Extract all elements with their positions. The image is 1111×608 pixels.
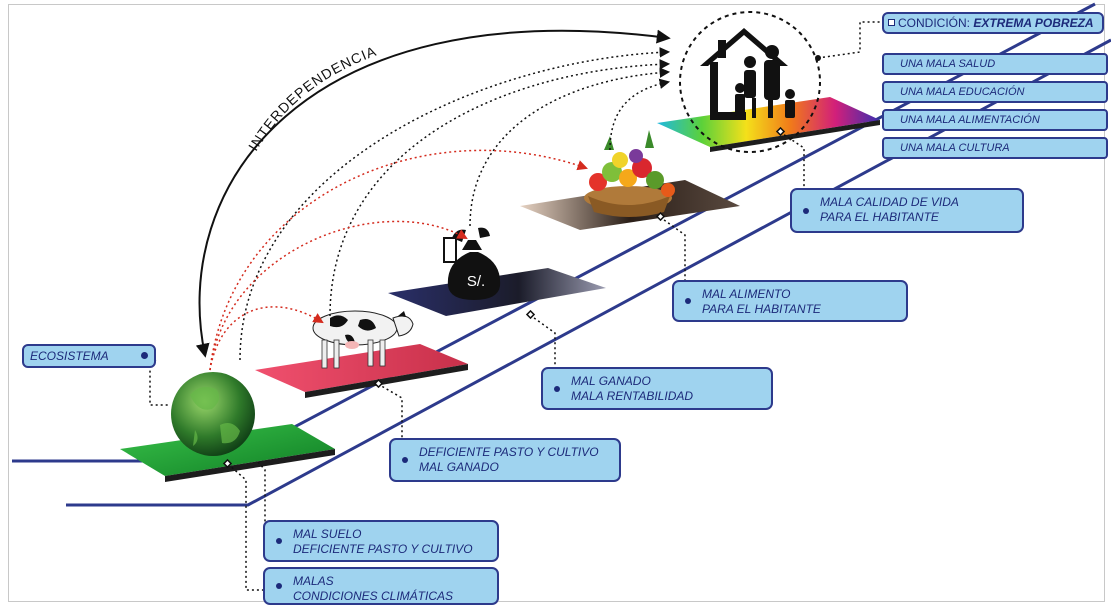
condition-emphasis: EXTREMA POBREZA	[973, 16, 1094, 30]
dot-icon	[276, 583, 282, 589]
box-mal-alimento: MAL ALIMENTO PARA EL HABITANTE	[672, 280, 908, 322]
money-symbol: S/.	[467, 273, 485, 290]
box-deficiente-pasto: DEFICIENTE PASTO Y CULTIVO MAL GANADO	[389, 438, 621, 482]
interdependence-label: INTERDEPENDENCIA	[245, 43, 379, 154]
box-mal-suelo: MAL SUELO DEFICIENTE PASTO Y CULTIVO	[263, 520, 499, 562]
condition-prefix: CONDICIÓN:	[898, 16, 974, 30]
platform-habitante	[657, 97, 880, 147]
dot-icon	[276, 538, 282, 544]
right-box-salud: UNA MALA SALUD	[882, 53, 1108, 75]
box-condiciones-climaticas: MALAS CONDICIONES CLIMÁTICAS	[263, 567, 499, 605]
box-calidad-vida: MALA CALIDAD DE VIDA PARA EL HABITANTE	[790, 188, 1024, 233]
ecosystem-box: ECOSISTEMA	[22, 344, 156, 368]
dot-icon	[402, 457, 408, 463]
ecosystem-label: ECOSISTEMA	[30, 349, 109, 363]
dot-icon	[554, 385, 560, 392]
right-box-alimentacion: UNA MALA ALIMENTACIÓN	[882, 109, 1108, 131]
dot-icon	[803, 207, 809, 214]
right-box-cultura: UNA MALA CULTURA	[882, 137, 1108, 159]
right-box-educacion: UNA MALA EDUCACIÓN	[882, 81, 1108, 103]
interdependence-arc	[195, 29, 671, 358]
habitante-circle	[679, 11, 821, 153]
condition-title: CONDICIÓN: EXTREMA POBREZA	[882, 12, 1104, 34]
square-icon	[888, 19, 895, 26]
dot-icon	[141, 352, 148, 359]
food-basket-icon	[584, 130, 675, 217]
box-mal-ganado: MAL GANADO MALA RENTABILIDAD	[541, 367, 773, 410]
globe-icon	[171, 372, 255, 456]
image-frame	[8, 4, 1105, 602]
house-family-icon	[700, 28, 795, 120]
dot-icon	[685, 298, 691, 304]
